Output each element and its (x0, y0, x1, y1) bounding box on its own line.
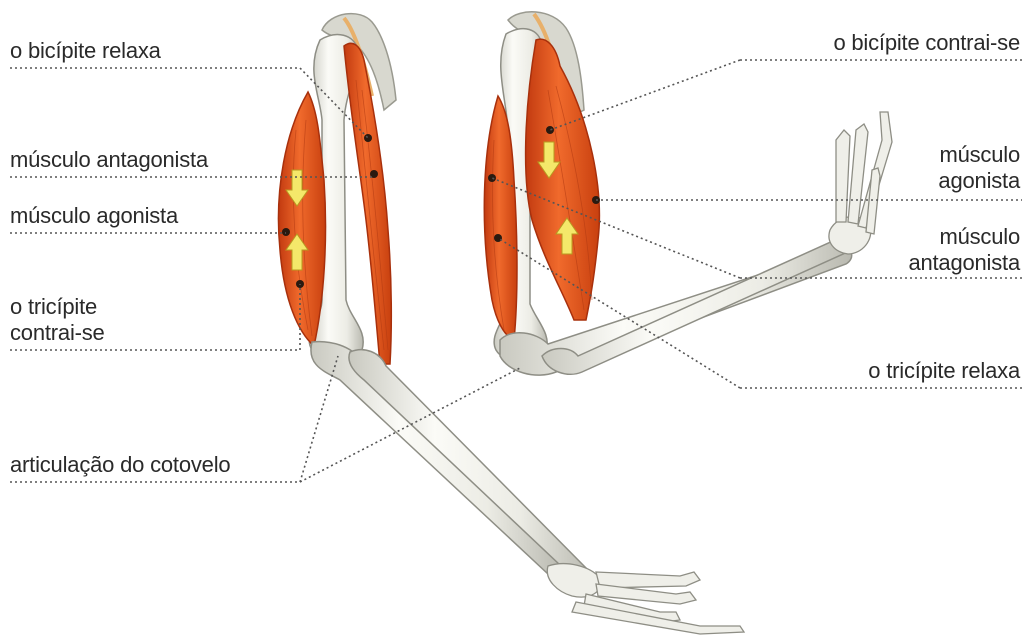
label-triceps-relaxes: o tricípite relaxa (868, 358, 1020, 384)
label-antagonist-muscle-left: músculo antagonista (10, 147, 208, 173)
label-antagonist-muscle-right: músculo antagonista (908, 224, 1020, 276)
label-agonist-muscle-right-line2: agonista (938, 168, 1020, 194)
label-agonist-muscle-right: músculo agonista (938, 142, 1020, 194)
label-biceps-contracts: o bicípite contrai-se (833, 30, 1020, 56)
right-biceps-muscle (526, 39, 600, 320)
label-antagonist-muscle-right-line1: músculo (908, 224, 1020, 250)
left-triceps-muscle (278, 92, 325, 346)
right-arm-flexed (484, 12, 892, 375)
label-agonist-muscle-left: músculo agonista (10, 203, 178, 229)
left-ulna-bone (311, 342, 562, 575)
left-hand-bones (547, 564, 744, 634)
label-agonist-muscle-right-line1: músculo (938, 142, 1020, 168)
right-hand-bones (829, 112, 892, 254)
label-biceps-relaxes: o bicípite relaxa (10, 38, 161, 64)
label-elbow-joint: articulação do cotovelo (10, 452, 230, 478)
label-triceps-contracts-line1: o tricípite (10, 294, 105, 320)
label-triceps-contracts: o tricípite contrai-se (10, 294, 105, 346)
label-antagonist-muscle-right-line2: antagonista (908, 250, 1020, 276)
label-triceps-contracts-line2: contrai-se (10, 320, 105, 346)
left-radius-bone (349, 350, 593, 586)
